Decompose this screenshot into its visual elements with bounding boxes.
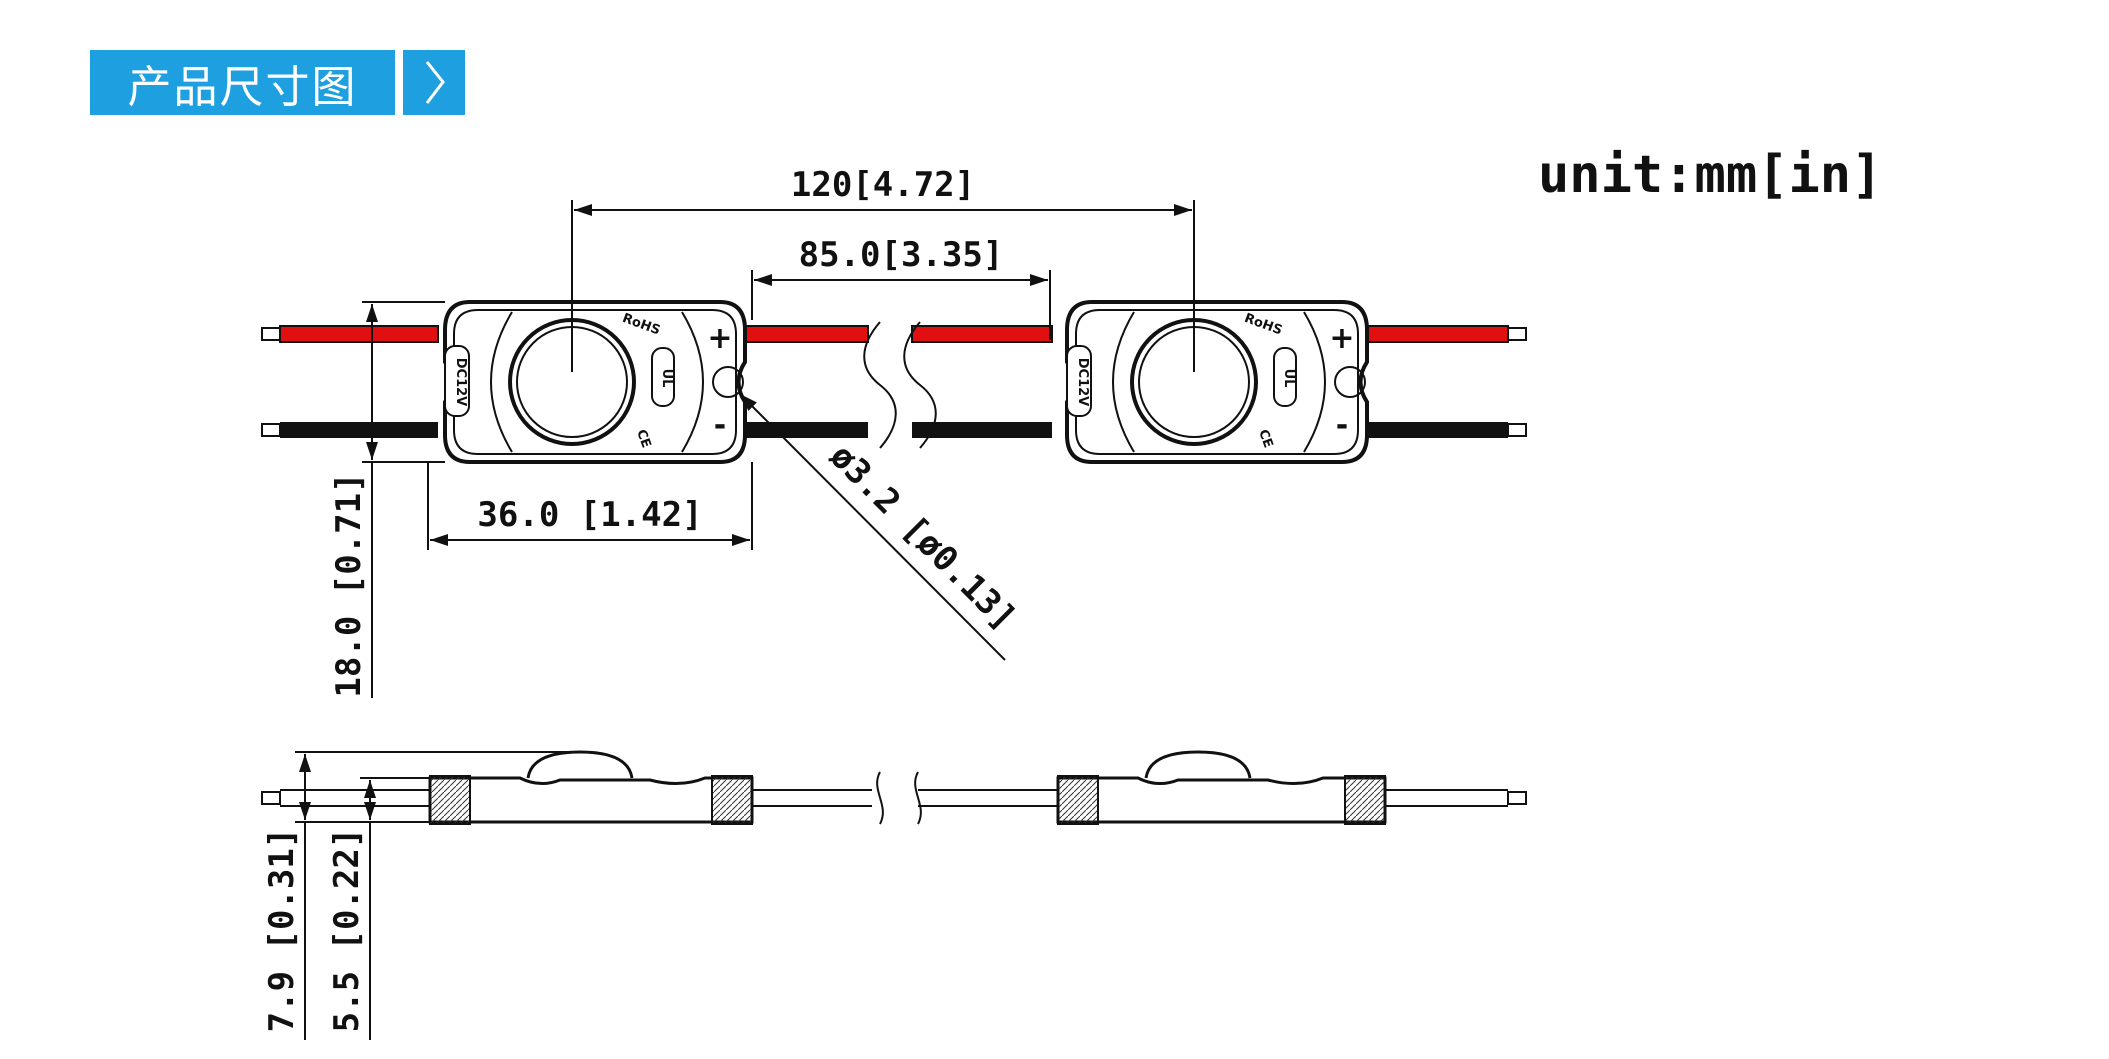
svg-text:+: + — [1329, 321, 1354, 356]
dimension-gap: 85.0[3.35] — [751, 235, 1051, 340]
svg-text:UL: UL — [1281, 369, 1296, 388]
positive-wire — [261, 325, 1527, 343]
dimension-width: 18.0 [0.71] — [329, 301, 445, 698]
led-module-side-view-1 — [428, 750, 754, 825]
section-title: 产品尺寸图 — [90, 50, 395, 115]
side-view-wire — [261, 771, 1527, 825]
svg-text:UL: UL — [659, 369, 674, 388]
break-symbol — [863, 321, 937, 449]
svg-text:85.0[3.35]: 85.0[3.35] — [799, 235, 1004, 275]
led-module-side-view-2 — [1056, 750, 1387, 825]
dimension-length: 36.0 [1.42] — [427, 462, 753, 550]
led-module-top-view-2: DC12V RoHS UL CE + - — [1065, 300, 1369, 464]
svg-text:36.0 [1.42]: 36.0 [1.42] — [477, 495, 702, 535]
svg-text:-: - — [714, 408, 726, 443]
section-title-text: 产品尺寸图 — [127, 61, 358, 113]
svg-text:7.9 [0.31]: 7.9 [0.31] — [262, 828, 302, 1033]
unit-label: unit:mm[in] — [1538, 145, 1883, 205]
dimension-height-body: 5.5 [0.22] — [327, 777, 430, 1040]
svg-text:CE: CE — [633, 428, 653, 450]
svg-text:5.5 [0.22]: 5.5 [0.22] — [327, 828, 367, 1033]
svg-text:DC12V: DC12V — [1075, 358, 1090, 406]
mount-hole — [1334, 366, 1366, 398]
negative-wire — [261, 422, 1527, 438]
svg-text:ø3.2 [ø0.13]: ø3.2 [ø0.13] — [822, 436, 1024, 638]
dimension-height-total: 7.9 [0.31] — [262, 751, 580, 1040]
led-module-top-view-1: DC12V RoHS UL CE + - — [443, 300, 747, 464]
svg-text:-: - — [1336, 408, 1348, 443]
chevron-right-icon — [403, 50, 465, 115]
svg-text:18.0 [0.71]: 18.0 [0.71] — [329, 472, 369, 697]
svg-text:120[4.72]: 120[4.72] — [791, 165, 975, 205]
mount-hole — [712, 366, 744, 398]
svg-text:DC12V: DC12V — [453, 358, 468, 406]
svg-text:CE: CE — [1255, 428, 1275, 450]
dimension-pitch: 120[4.72] — [571, 165, 1195, 372]
svg-text:+: + — [707, 321, 732, 356]
